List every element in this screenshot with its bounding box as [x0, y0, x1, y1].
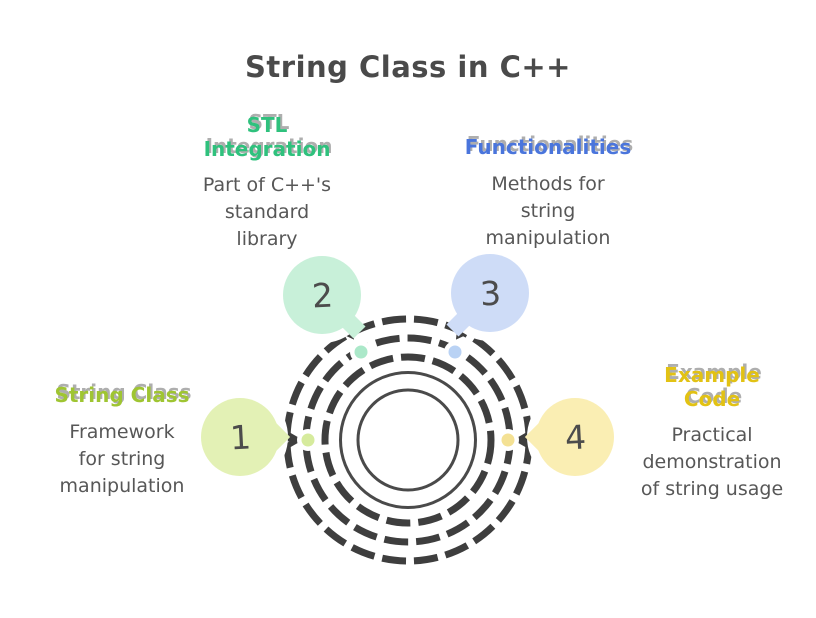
donut-outer-outline [339, 371, 477, 509]
dashed-ring-inner [321, 353, 495, 527]
step-number-2: 2 [310, 274, 334, 316]
label-block-functionalities: Functionalities Methods for string manip… [448, 135, 648, 252]
connector-dot-1 [301, 433, 315, 447]
step-number-3: 3 [478, 272, 502, 314]
dashed-rings [283, 315, 533, 565]
label-description-string-class: Framework for string manipulation [59, 420, 185, 497]
step-bubble-1: 1 [201, 398, 279, 476]
label-block-stl-integration: STL Integration Part of C++'s standard l… [167, 113, 367, 253]
donut-white-ring [341, 373, 475, 507]
label-heading-example-code: Example Code [664, 363, 760, 411]
label-block-string-class: String Class Framework for string manipu… [22, 383, 222, 500]
step-bubble-3: 3 [451, 254, 529, 332]
step-number-1: 1 [228, 416, 252, 458]
label-block-example-code: Example Code Practical demonstration of … [612, 363, 812, 503]
center-donut [339, 371, 477, 509]
step-number-4: 4 [563, 416, 587, 458]
connector-dot-3 [448, 345, 462, 359]
dashed-ring-middle [302, 334, 514, 546]
label-heading-string-class: String Class [54, 383, 190, 407]
connector-dot-4 [501, 433, 515, 447]
step-bubble-4: 4 [536, 398, 614, 476]
connector-dot-2 [354, 345, 368, 359]
step-bubble-2: 2 [283, 256, 361, 334]
label-heading-functionalities: Functionalities [464, 135, 632, 159]
label-description-functionalities: Methods for string manipulation [485, 172, 611, 249]
connector-dots [297, 341, 519, 451]
label-description-stl-integration: Part of C++'s standard library [202, 174, 332, 251]
concentric-rings-graphic [258, 305, 558, 565]
label-description-example-code: Practical demonstration of string usage [640, 424, 784, 501]
donut-inner-outline [356, 388, 460, 492]
label-heading-stl-integration: STL Integration [203, 113, 331, 161]
diagram-title: String Class in C++ [245, 50, 571, 84]
